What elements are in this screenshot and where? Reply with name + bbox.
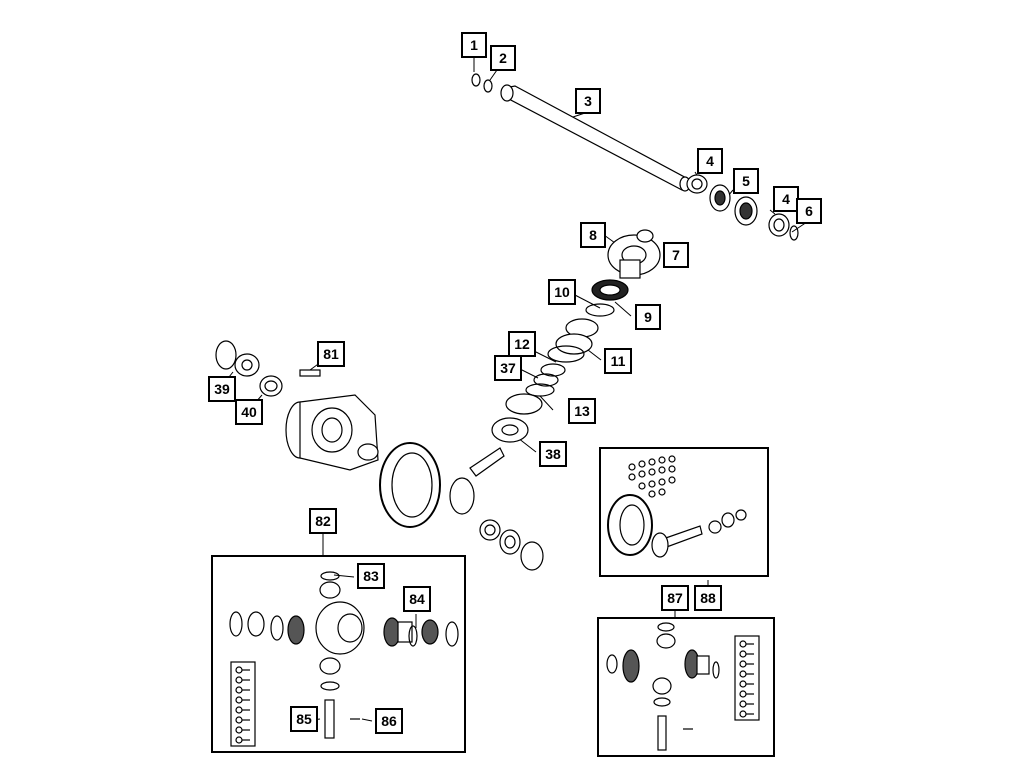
- callout-84[interactable]: 84: [403, 586, 431, 612]
- callout-83[interactable]: 83: [357, 563, 385, 589]
- callout-85[interactable]: 85: [290, 706, 318, 732]
- kit-87-parts: [606, 622, 760, 751]
- callout-12[interactable]: 12: [508, 331, 536, 357]
- callout-86[interactable]: 86: [375, 708, 403, 734]
- callout-81[interactable]: 81: [317, 341, 345, 367]
- ring-gear: [379, 442, 441, 528]
- callout-2[interactable]: 2: [490, 45, 516, 71]
- kit-82-parts: [229, 571, 459, 747]
- kit-box-82: [211, 555, 466, 753]
- callout-82[interactable]: 82: [309, 508, 337, 534]
- kit-88-parts: [607, 455, 747, 558]
- callout-7[interactable]: 7: [663, 242, 689, 268]
- callout-4[interactable]: 4: [697, 148, 723, 174]
- callout-13[interactable]: 13: [568, 398, 596, 424]
- callout-1[interactable]: 1: [461, 32, 487, 58]
- callout-8[interactable]: 8: [580, 222, 606, 248]
- kit-box-88: [599, 447, 769, 577]
- callout-40[interactable]: 40: [235, 399, 263, 425]
- callout-9[interactable]: 9: [635, 304, 661, 330]
- callout-88[interactable]: 88: [694, 585, 722, 611]
- callout-11[interactable]: 11: [604, 348, 632, 374]
- pinion-bearing: [547, 318, 599, 363]
- callout-4-second[interactable]: 4: [773, 186, 799, 212]
- callout-87[interactable]: 87: [661, 585, 689, 611]
- callout-6[interactable]: 6: [796, 198, 822, 224]
- callout-5[interactable]: 5: [733, 168, 759, 194]
- kit-box-87: [597, 617, 775, 757]
- callout-39[interactable]: 39: [208, 376, 236, 402]
- callout-10[interactable]: 10: [548, 279, 576, 305]
- callout-3[interactable]: 3: [575, 88, 601, 114]
- pinion-gear: [449, 447, 505, 515]
- axle-shaft: [500, 84, 691, 192]
- pinion-flange: [607, 229, 661, 279]
- callout-37[interactable]: 37: [494, 355, 522, 381]
- callout-38[interactable]: 38: [539, 441, 567, 467]
- differential-case: [285, 394, 379, 471]
